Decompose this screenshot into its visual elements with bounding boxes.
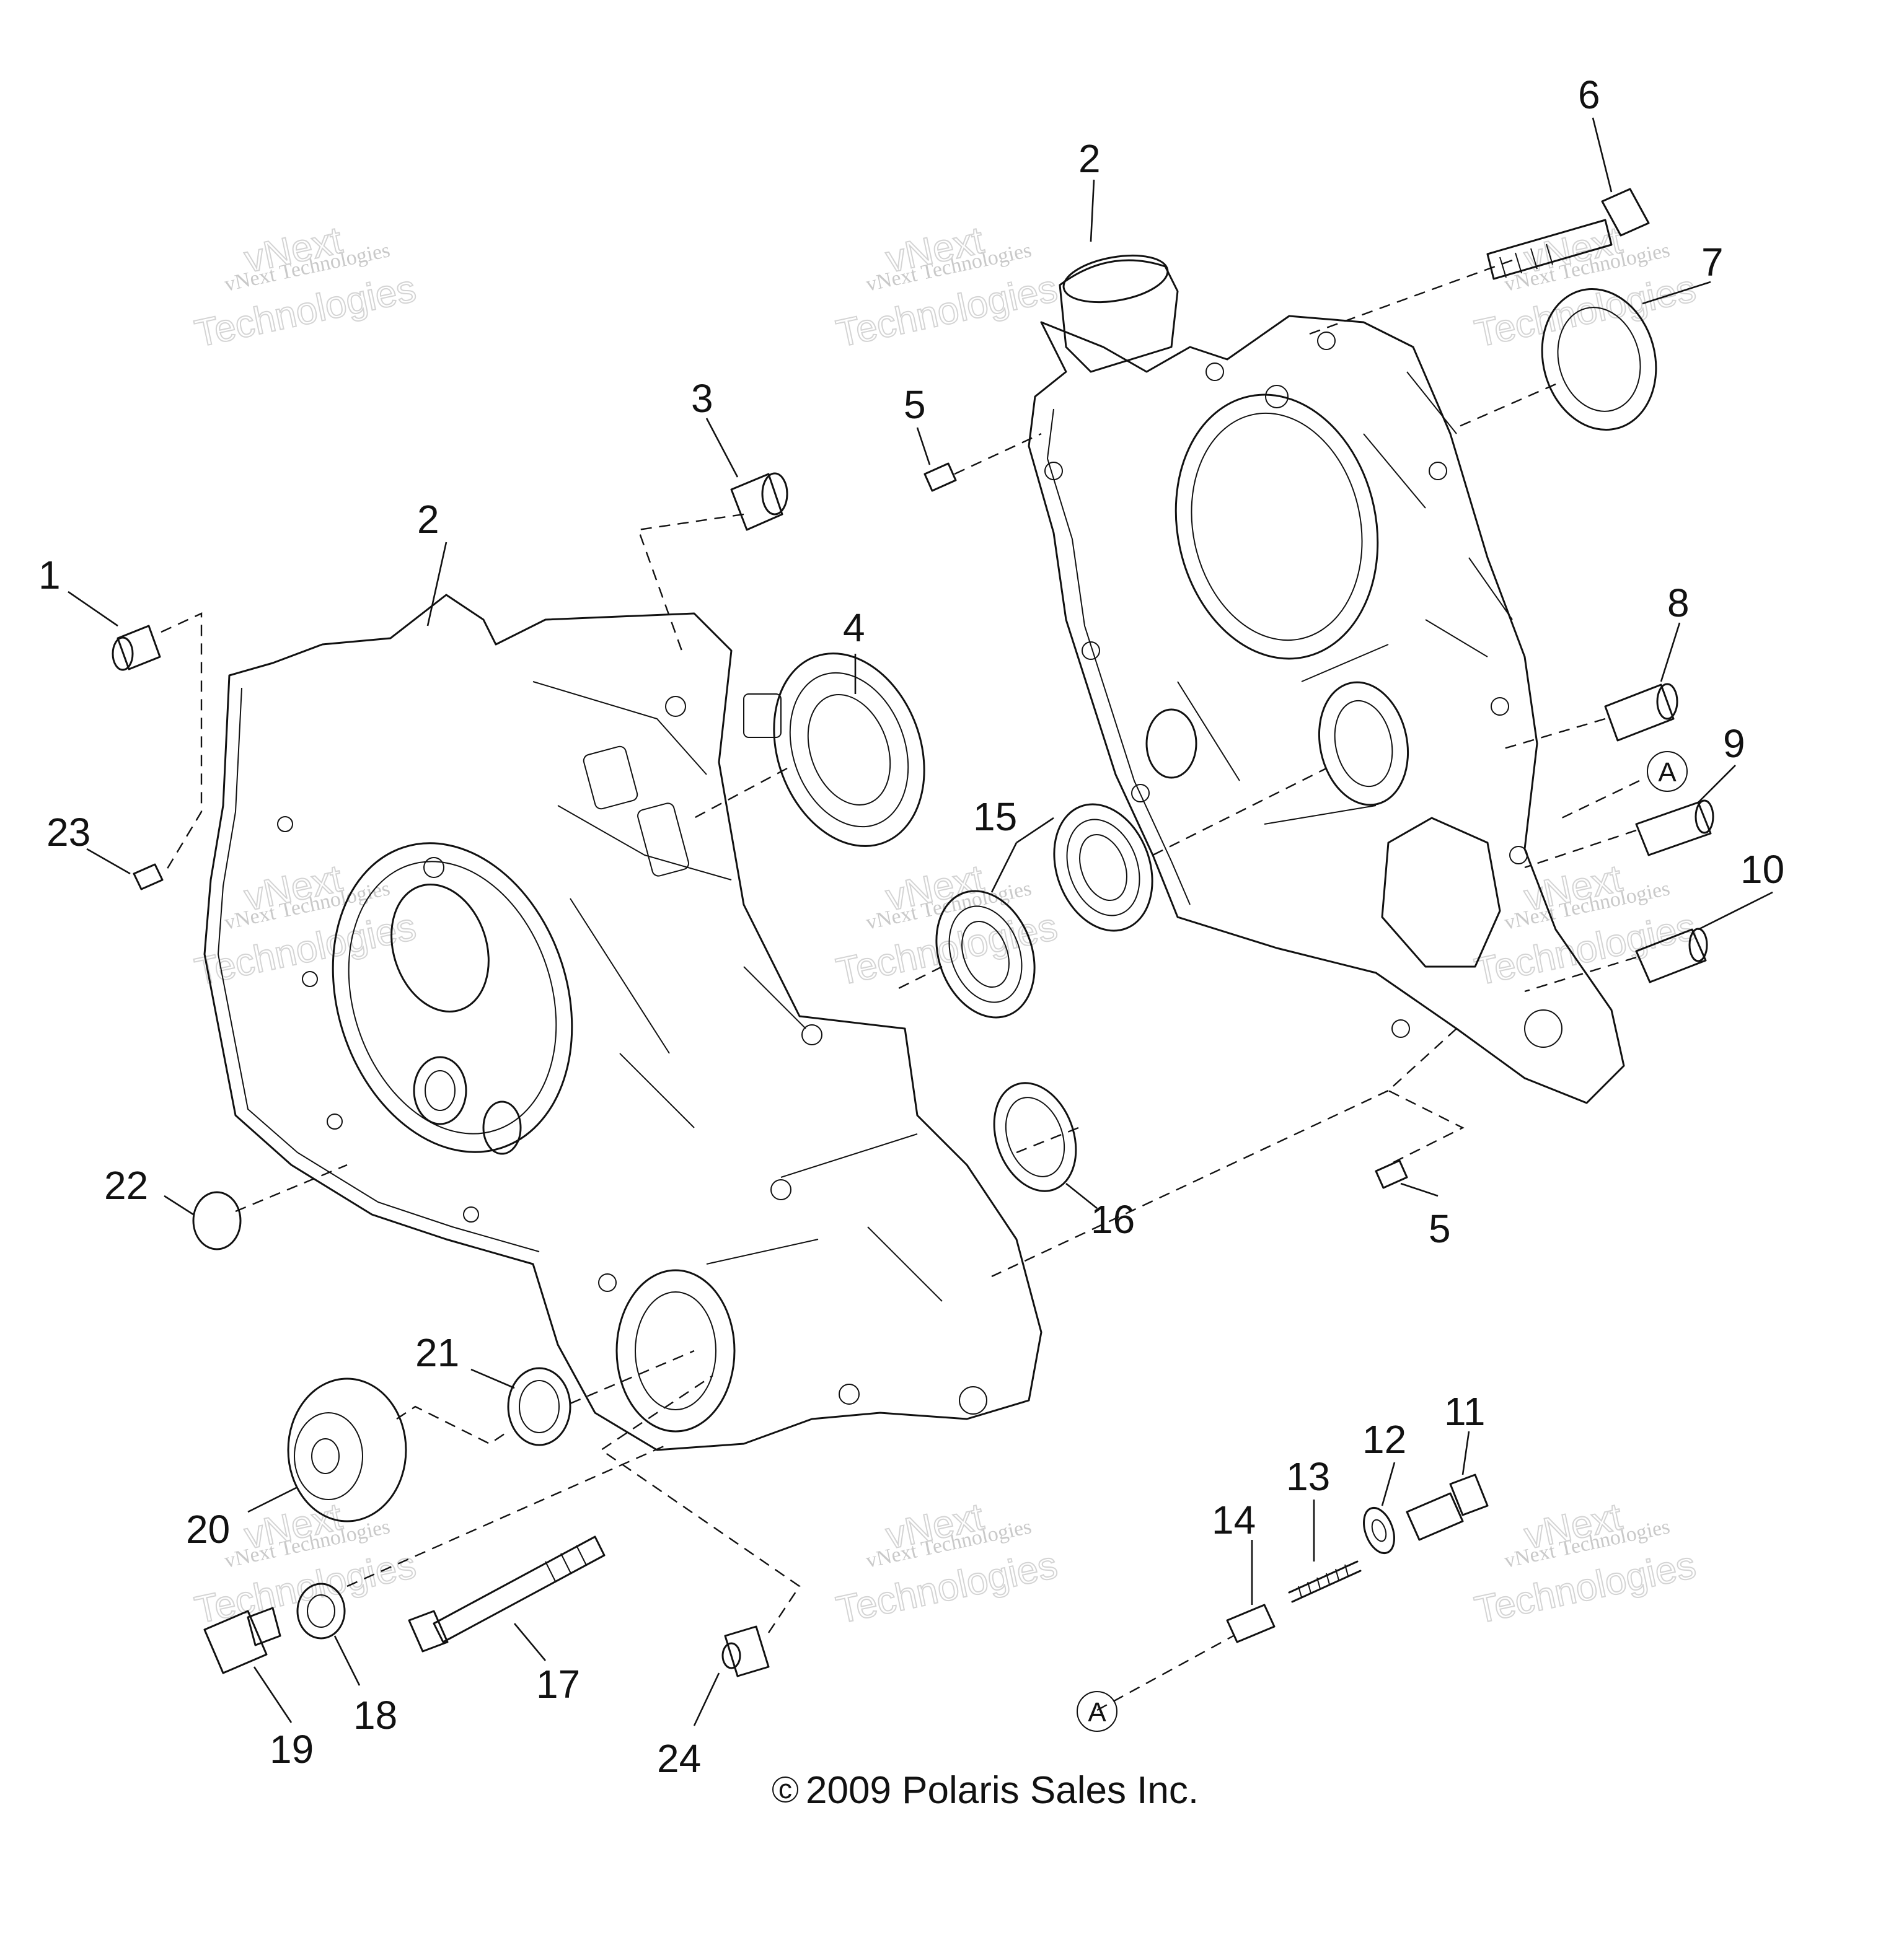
part-7-seal: [1541, 288, 1657, 431]
copyright-notice: c 2009 Polaris Sales Inc.: [772, 1769, 1199, 1812]
part-13-spring: [1288, 1560, 1362, 1603]
callout-5-upper: 5: [904, 382, 926, 427]
callout-19: 19: [270, 1727, 314, 1772]
callout-14: 14: [1212, 1498, 1256, 1542]
part-5-dowel-pin-upper: [923, 462, 957, 492]
callout-9: 9: [1723, 721, 1745, 766]
part-15-bearing-lower: [935, 890, 1036, 1019]
reference-letter-a-lower: A: [1077, 1691, 1117, 1732]
callout-18: 18: [353, 1693, 397, 1737]
callout-21: 21: [415, 1330, 459, 1375]
part-24-pin: [721, 1625, 770, 1677]
right-crankcase-half: [1028, 255, 1625, 1104]
watermark-top-right: vNext Technologies vNext Technologies: [1471, 218, 1700, 356]
part-5-dowel-pin-lower: [1375, 1159, 1408, 1189]
callout-3: 3: [691, 376, 713, 421]
svg-text:c: c: [778, 1774, 792, 1804]
part-9-fitting: [1635, 799, 1714, 856]
callout-5-lower: 5: [1429, 1206, 1451, 1251]
assembly-dashed-lines: [161, 259, 1640, 1711]
callout-6: 6: [1578, 72, 1600, 117]
part-23-dowel-pin: [133, 863, 164, 890]
part-16-bearing: [993, 1082, 1077, 1192]
part-21-seal: [507, 1367, 571, 1446]
part-11-bolt: [1406, 1474, 1489, 1541]
callout-2-left: 2: [417, 497, 439, 542]
svg-text:A: A: [1658, 757, 1677, 788]
callout-10: 10: [1740, 847, 1784, 892]
part-8-bushing: [1604, 683, 1678, 742]
part-12-washer: [1363, 1507, 1395, 1554]
watermark-top-left: vNext Technologies vNext Technologies: [191, 218, 420, 356]
watermark-mid-center: vNext Technologies vNext Technologies: [832, 856, 1062, 994]
callout-15: 15: [973, 794, 1017, 839]
part-20-plug: [287, 1377, 407, 1522]
part-1-bushing: [112, 625, 161, 671]
left-crankcase-half: [203, 594, 1042, 1451]
callout-4: 4: [843, 605, 865, 650]
part-22-cap: [192, 1191, 242, 1250]
svg-text:2009 Polaris Sales Inc.: 2009 Polaris Sales Inc.: [806, 1769, 1199, 1812]
part-17-long-bolt: [408, 1535, 606, 1653]
callout-23: 23: [46, 810, 90, 854]
part-4-bearing: [773, 652, 925, 847]
svg-text:A: A: [1088, 1697, 1106, 1728]
callout-22: 22: [104, 1163, 148, 1208]
callout-11: 11: [1444, 1389, 1485, 1434]
callout-12: 12: [1362, 1417, 1406, 1462]
part-6-bolt: [1486, 188, 1650, 280]
callout-8: 8: [1667, 581, 1690, 625]
callout-1: 1: [38, 553, 61, 597]
callout-24: 24: [657, 1736, 701, 1781]
part-15-bearing-upper: [1053, 803, 1153, 932]
callout-2-right: 2: [1078, 136, 1101, 181]
part-19-drain-plug: [203, 1607, 281, 1674]
callout-labels: 1 2 2 3 4 5 5 6 7 8 9 10 11 12 13 14 15 …: [38, 72, 1784, 1781]
watermark-top-center: vNext Technologies vNext Technologies: [832, 218, 1062, 356]
part-14-plunger: [1226, 1604, 1276, 1643]
callout-7: 7: [1701, 240, 1724, 284]
part-18-washer: [296, 1583, 346, 1640]
watermark-bottom-right: vNext Technologies vNext Technologies: [1471, 1495, 1700, 1632]
reference-letter-a-upper: A: [1647, 751, 1688, 792]
callout-16: 16: [1091, 1197, 1135, 1242]
part-3-bushing: [730, 472, 788, 531]
leader-lines: [68, 117, 1773, 1726]
callout-17: 17: [536, 1662, 580, 1706]
watermark-bottom-center: vNext Technologies vNext Technologies: [832, 1495, 1062, 1632]
callout-20: 20: [186, 1507, 230, 1552]
callout-13: 13: [1286, 1454, 1330, 1499]
